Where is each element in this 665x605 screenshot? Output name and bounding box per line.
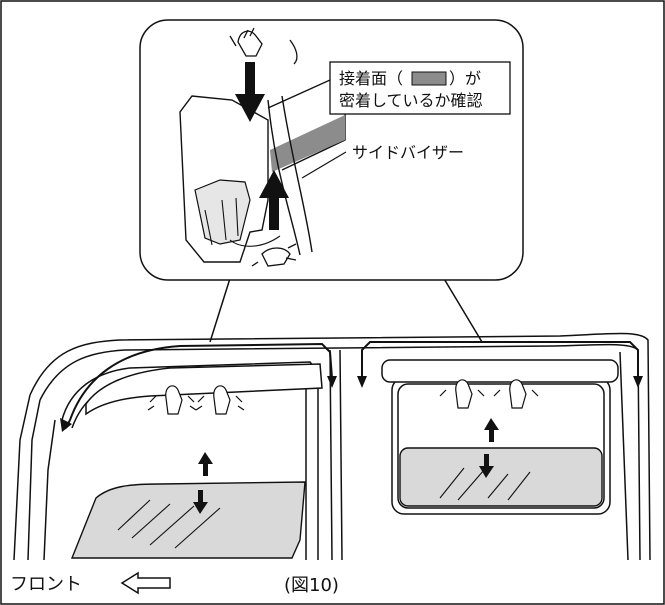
callout-line1-tail: ）が	[449, 69, 481, 88]
hand-icon	[251, 243, 297, 267]
adhesive-area	[270, 115, 345, 172]
hand-icon	[439, 379, 485, 409]
leader-line	[301, 151, 347, 179]
rear-side-visor	[381, 359, 619, 383]
front-label: フロント	[10, 574, 82, 595]
hand-icon	[493, 379, 539, 409]
adhesive-swatch	[411, 71, 447, 86]
callout-line2: 密着しているか確認	[339, 91, 483, 110]
push-arrow-icon	[259, 170, 289, 230]
hand-icon	[229, 27, 298, 65]
hand-icon	[195, 385, 245, 415]
up-down-arrow-icon	[193, 452, 213, 514]
hand-icon	[147, 385, 197, 415]
front-side-visor	[85, 363, 323, 416]
push-arrow-icon	[235, 62, 265, 122]
side-visor-label: サイドバイザー	[352, 143, 464, 162]
callout-line1: 接着面（	[339, 69, 403, 88]
front-door-glass	[70, 481, 306, 559]
figure-caption: (図10)	[284, 575, 339, 596]
detail-bubble: 接着面（ ）が 密着しているか確認 サイドバイザー	[139, 19, 524, 343]
up-down-arrow-icon	[479, 418, 499, 478]
rear-door-glass	[399, 447, 603, 507]
callout-box	[329, 61, 511, 115]
vehicle-doors	[13, 332, 651, 561]
arrowheads	[60, 376, 643, 432]
front-arrow-icon	[120, 571, 171, 595]
